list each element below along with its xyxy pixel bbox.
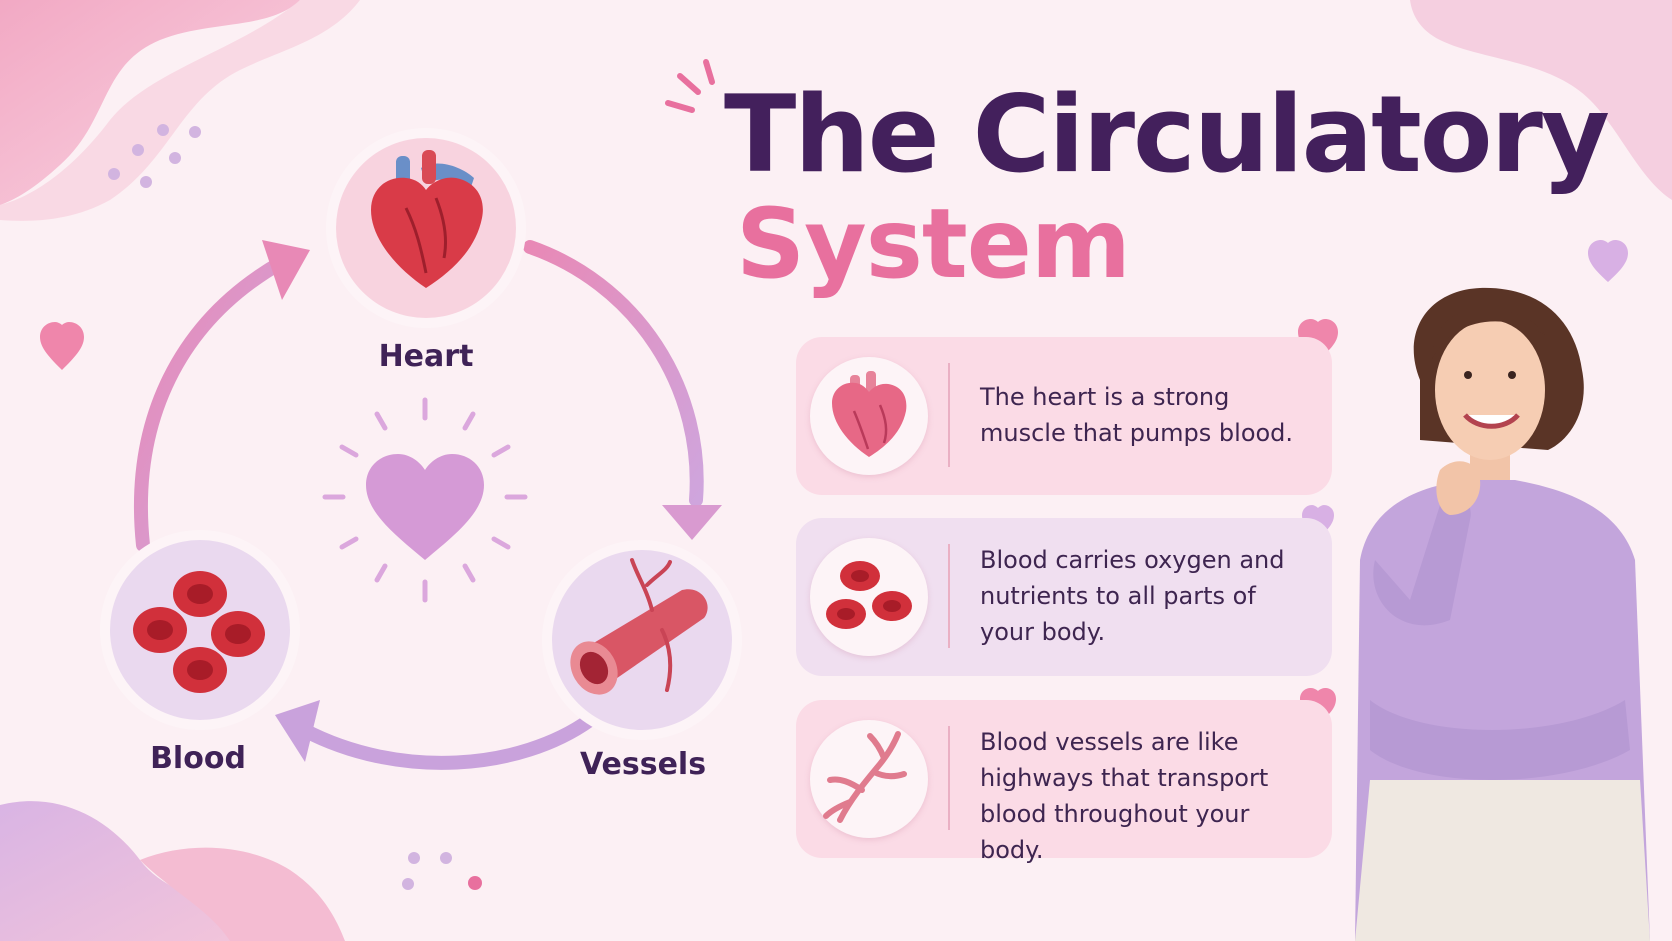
fact-icon-blood	[810, 538, 928, 656]
cycle-node-vessels	[542, 540, 742, 740]
fact-divider	[948, 544, 950, 648]
fact-text-vessels: Blood vessels are like highways that tra…	[980, 728, 1269, 864]
red-blood-cells-icon	[133, 571, 265, 693]
node-label-heart: Heart	[378, 339, 474, 374]
face	[1435, 320, 1545, 460]
blood-vessel-branch-icon	[823, 731, 907, 823]
sparkle-lines-icon	[665, 59, 715, 113]
node-label-vessels: Vessels	[579, 747, 707, 782]
blob-top-left	[0, 0, 300, 205]
cycle-node-blood	[100, 530, 300, 730]
arrowhead-vessels	[662, 505, 722, 540]
arrow-heart-to-vessels	[523, 240, 704, 507]
cycle-node-heart	[326, 128, 526, 328]
arrow-vessels-to-blood	[297, 713, 597, 770]
fact-icon-heart	[810, 357, 928, 475]
confetti-dots-bottom	[402, 852, 482, 890]
smile	[1463, 413, 1520, 429]
arrowhead-heart	[262, 240, 310, 300]
red-blood-cells-icon	[826, 561, 912, 629]
fact-divider	[948, 726, 950, 830]
fact-card-vessels: Blood vessels are like highways that tra…	[796, 700, 1332, 864]
node-label-blood: Blood	[150, 741, 246, 776]
confetti-dots-top	[108, 124, 201, 188]
floating-heart-left-icon	[40, 322, 84, 370]
fact-divider	[948, 363, 950, 467]
blob-top-left-light	[0, 0, 360, 221]
arrow-blood-to-heart	[133, 255, 289, 552]
arrowhead-blood	[275, 700, 320, 762]
fact-text-blood: Blood carries oxygen and nutrients to al…	[980, 546, 1285, 646]
fact-card-blood: Blood carries oxygen and nutrients to al…	[796, 518, 1332, 676]
title-line-1: The Circulatory	[724, 73, 1610, 196]
title-line-2: System	[736, 188, 1131, 300]
heart-organ-icon	[832, 371, 907, 457]
hand-on-chin	[1436, 461, 1481, 515]
pants	[1355, 780, 1650, 941]
blood-vessel-icon	[570, 558, 708, 695]
fact-icon-vessels	[810, 720, 928, 838]
hair-fringe	[1432, 308, 1545, 360]
heart-organ-icon	[371, 150, 483, 288]
fact-text-heart: The heart is a strong muscle that pumps …	[980, 383, 1294, 447]
raised-arm	[1373, 497, 1471, 626]
blob-top-right	[1410, 0, 1672, 200]
blob-bottom-left-pink	[140, 847, 345, 941]
radiant-heart-icon	[322, 397, 528, 603]
folded-arm	[1370, 700, 1630, 780]
student-illustration	[1355, 287, 1650, 941]
fact-card-heart: The heart is a strong muscle that pumps …	[796, 337, 1332, 495]
blob-bottom-left	[0, 801, 260, 941]
floating-heart-right-icon	[1588, 240, 1628, 282]
